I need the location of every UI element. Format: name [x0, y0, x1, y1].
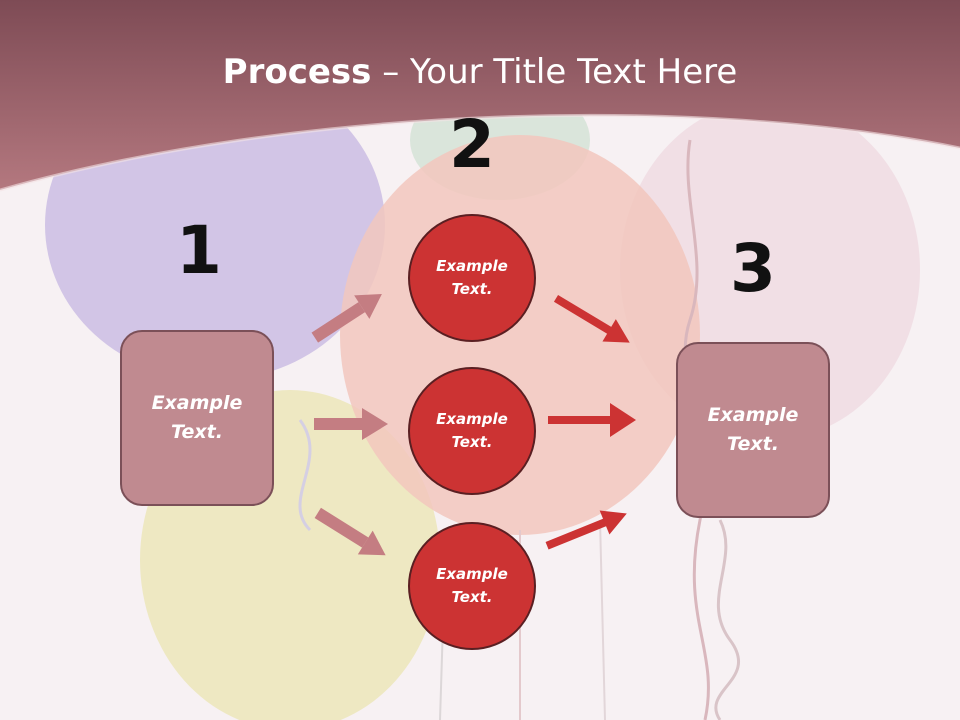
- arrow-down-right-left: [314, 507, 386, 556]
- left-box-line1: Example: [151, 392, 243, 414]
- balloon-orange: [340, 135, 700, 535]
- circle-middle-line1: Example: [436, 410, 508, 428]
- title-bold: Process: [222, 52, 372, 92]
- right-box-line2: Text.: [727, 433, 779, 455]
- title-rest: Your Title Text Here: [410, 52, 738, 92]
- balloon-string: [599, 519, 606, 720]
- slide-title: Process – Your Title Text Here: [0, 52, 960, 92]
- balloon-string: [714, 519, 740, 720]
- circle-top-line2: Text.: [451, 280, 493, 298]
- right-text-box[interactable]: Example Text.: [676, 342, 830, 518]
- circle-bottom[interactable]: Example Text.: [408, 522, 536, 650]
- circle-bottom-line2: Text.: [451, 588, 493, 606]
- arrow-down-right-right: [553, 294, 630, 343]
- step-number-3: 3: [730, 230, 776, 307]
- title-dash: –: [371, 52, 411, 92]
- arrow-up-right-left: [311, 294, 382, 343]
- arrow-up-right-right: [545, 510, 627, 550]
- header-band: [0, 0, 960, 190]
- left-text-box[interactable]: Example Text.: [120, 330, 274, 506]
- arrow-right-right: [548, 403, 636, 437]
- circle-top-line1: Example: [436, 257, 508, 275]
- step-number-1: 1: [176, 212, 222, 289]
- circle-middle-line2: Text.: [451, 433, 493, 451]
- step-number-2: 2: [449, 106, 495, 183]
- header-curve-highlight: [0, 113, 960, 192]
- balloon-string: [298, 419, 312, 532]
- left-box-line2: Text.: [171, 421, 223, 443]
- arrow-right-left: [314, 408, 388, 440]
- circle-middle[interactable]: Example Text.: [408, 367, 536, 495]
- circle-top[interactable]: Example Text.: [408, 214, 536, 342]
- circle-bottom-line1: Example: [436, 565, 508, 583]
- right-box-line1: Example: [707, 404, 799, 426]
